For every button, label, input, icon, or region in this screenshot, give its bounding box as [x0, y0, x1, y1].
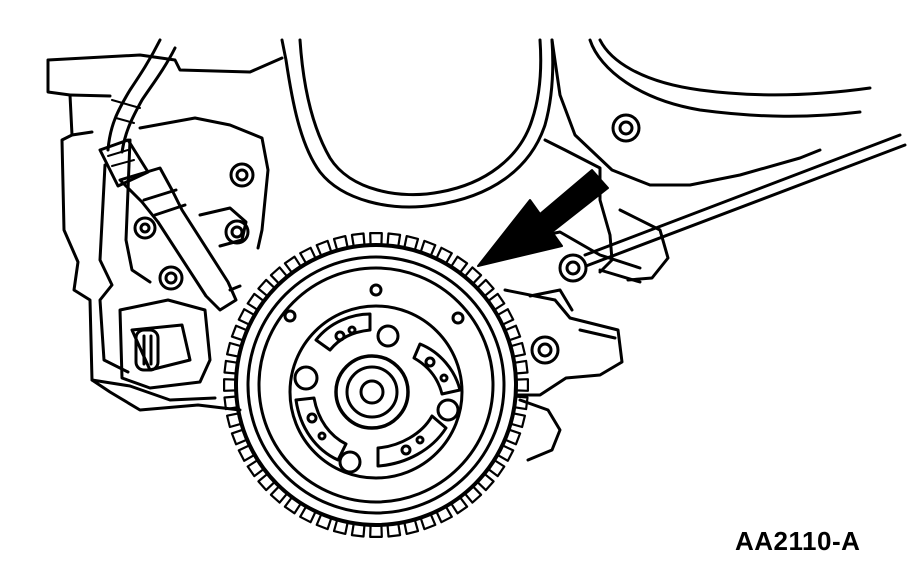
- bolt: [530, 335, 560, 365]
- bolt: [224, 219, 250, 245]
- bolt: [158, 265, 184, 291]
- bolt: [133, 216, 157, 240]
- damper-window: [376, 414, 448, 468]
- bolt: [611, 113, 641, 143]
- damper-window: [294, 396, 348, 462]
- damper-window: [412, 342, 462, 396]
- cover-bolts: [133, 113, 641, 365]
- arrow-pointing-down-left-icon: [477, 169, 609, 267]
- crankshaft-damper: [223, 232, 529, 538]
- bolt: [229, 162, 255, 188]
- figure-id-label: AA2110-A: [735, 526, 861, 556]
- trigger-wheel-teeth: [223, 232, 529, 538]
- crankshaft-position-sensor: [98, 38, 248, 312]
- bolt: [558, 253, 588, 283]
- damper-window: [314, 312, 372, 352]
